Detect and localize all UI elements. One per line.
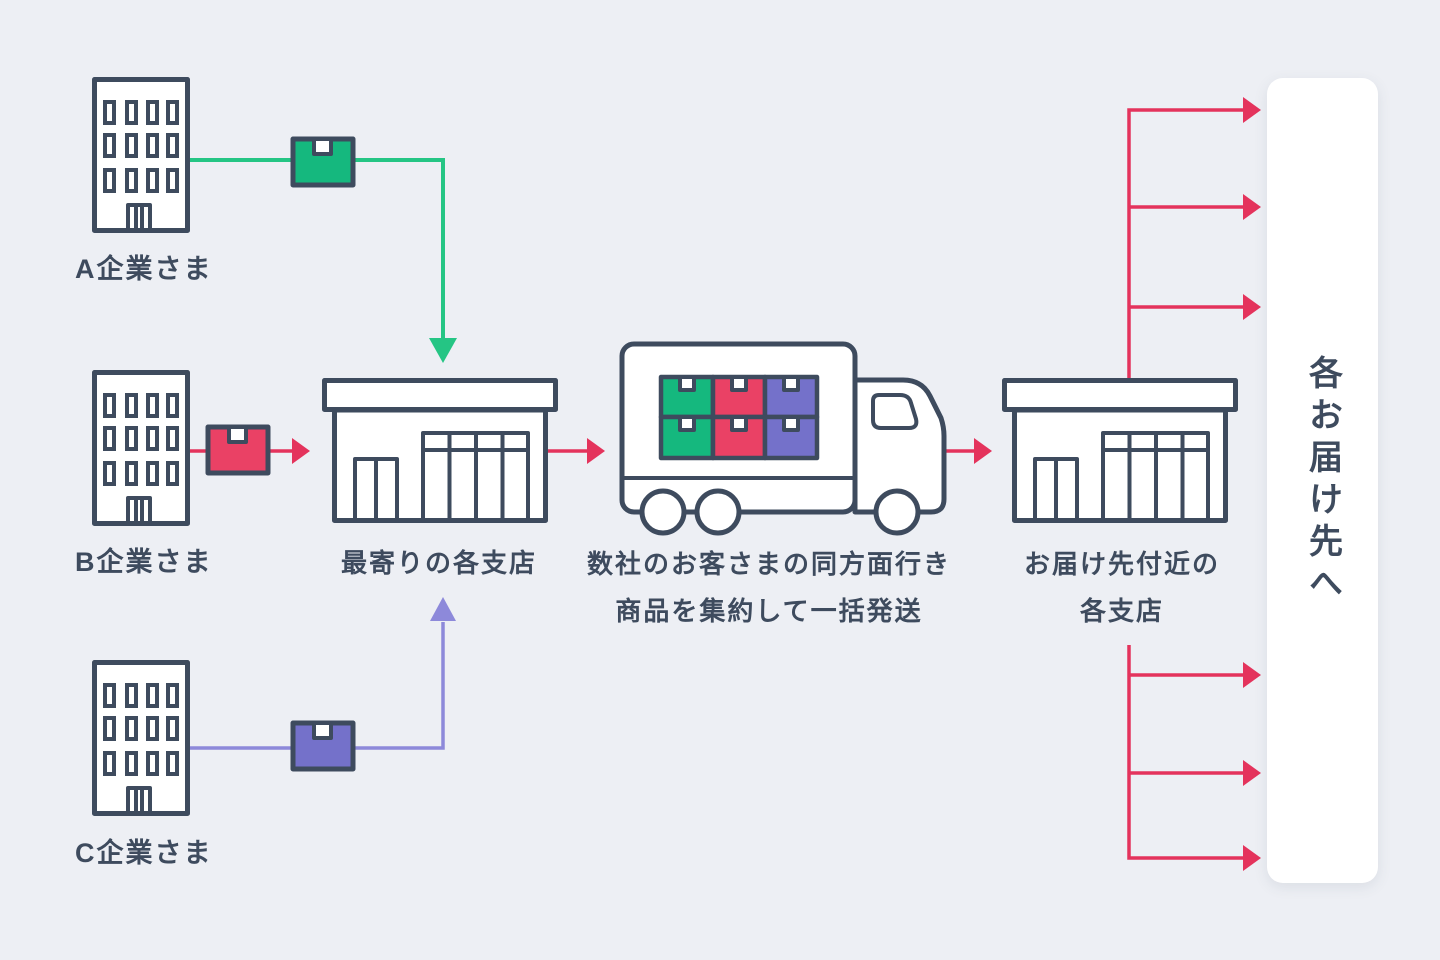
green-arrowhead-down: [429, 338, 457, 363]
route-origin-branch-to-truck: [548, 438, 605, 464]
branch-warehouse-icon-origin: [325, 381, 556, 521]
red-arrowhead-right: [1243, 760, 1261, 786]
green-parcel-icon: [290, 136, 356, 188]
fanout-lower-to-destinations: [1127, 645, 1261, 871]
red-arrowhead-right: [974, 438, 992, 464]
truck-cab: [852, 377, 947, 515]
destination-panel-label: 各お届け先へ: [1303, 354, 1342, 607]
truck-caption-line2: 商品を集約して一括発送: [615, 596, 923, 626]
truck-wheel: [639, 488, 687, 536]
red-arrowhead-right: [1243, 194, 1261, 220]
fanout-upper-to-destinations: [1127, 97, 1261, 378]
destination-branch-label-line1: お届け先付近の: [1023, 549, 1221, 579]
office-building-icon-company-b: [95, 373, 188, 525]
purple-parcel-icon: [290, 720, 356, 772]
origin-branch-label: 最寄りの各支店: [340, 548, 538, 578]
red-arrowhead-right: [587, 438, 605, 464]
red-arrowhead-right: [1243, 97, 1261, 123]
red-parcel-icon: [205, 424, 271, 476]
red-arrowhead-right: [1243, 294, 1261, 320]
red-arrowhead-right: [292, 438, 310, 464]
purple-arrowhead-up: [430, 597, 456, 621]
office-building-icon-company-c: [95, 663, 188, 815]
truck-caption-line1: 数社のお客さまの同方面行き: [586, 549, 952, 579]
branch-warehouse-icon-destination: [1005, 381, 1236, 521]
route-company-c-to-origin-branch: [190, 597, 456, 750]
company-b-label: B企業さま: [75, 547, 213, 577]
destination-panel: 各お届け先へ: [1267, 78, 1378, 883]
company-a-label: A企業さま: [75, 254, 213, 284]
route-company-a-to-origin-branch: [190, 158, 457, 363]
destination-branch-label-line2: 各支店: [1079, 596, 1165, 626]
delivery-truck-icon: [619, 341, 947, 536]
company-c-label: C企業さま: [75, 838, 213, 868]
truck-wheel: [873, 488, 921, 536]
truck-cargo-parcels: [658, 374, 820, 461]
truck-window: [871, 393, 919, 430]
red-arrowhead-right: [1243, 845, 1261, 871]
office-building-icon-company-a: [95, 80, 188, 232]
route-truck-to-destination-branch: [944, 438, 992, 464]
truck-wheel: [694, 488, 742, 536]
red-arrowhead-right: [1243, 662, 1261, 688]
